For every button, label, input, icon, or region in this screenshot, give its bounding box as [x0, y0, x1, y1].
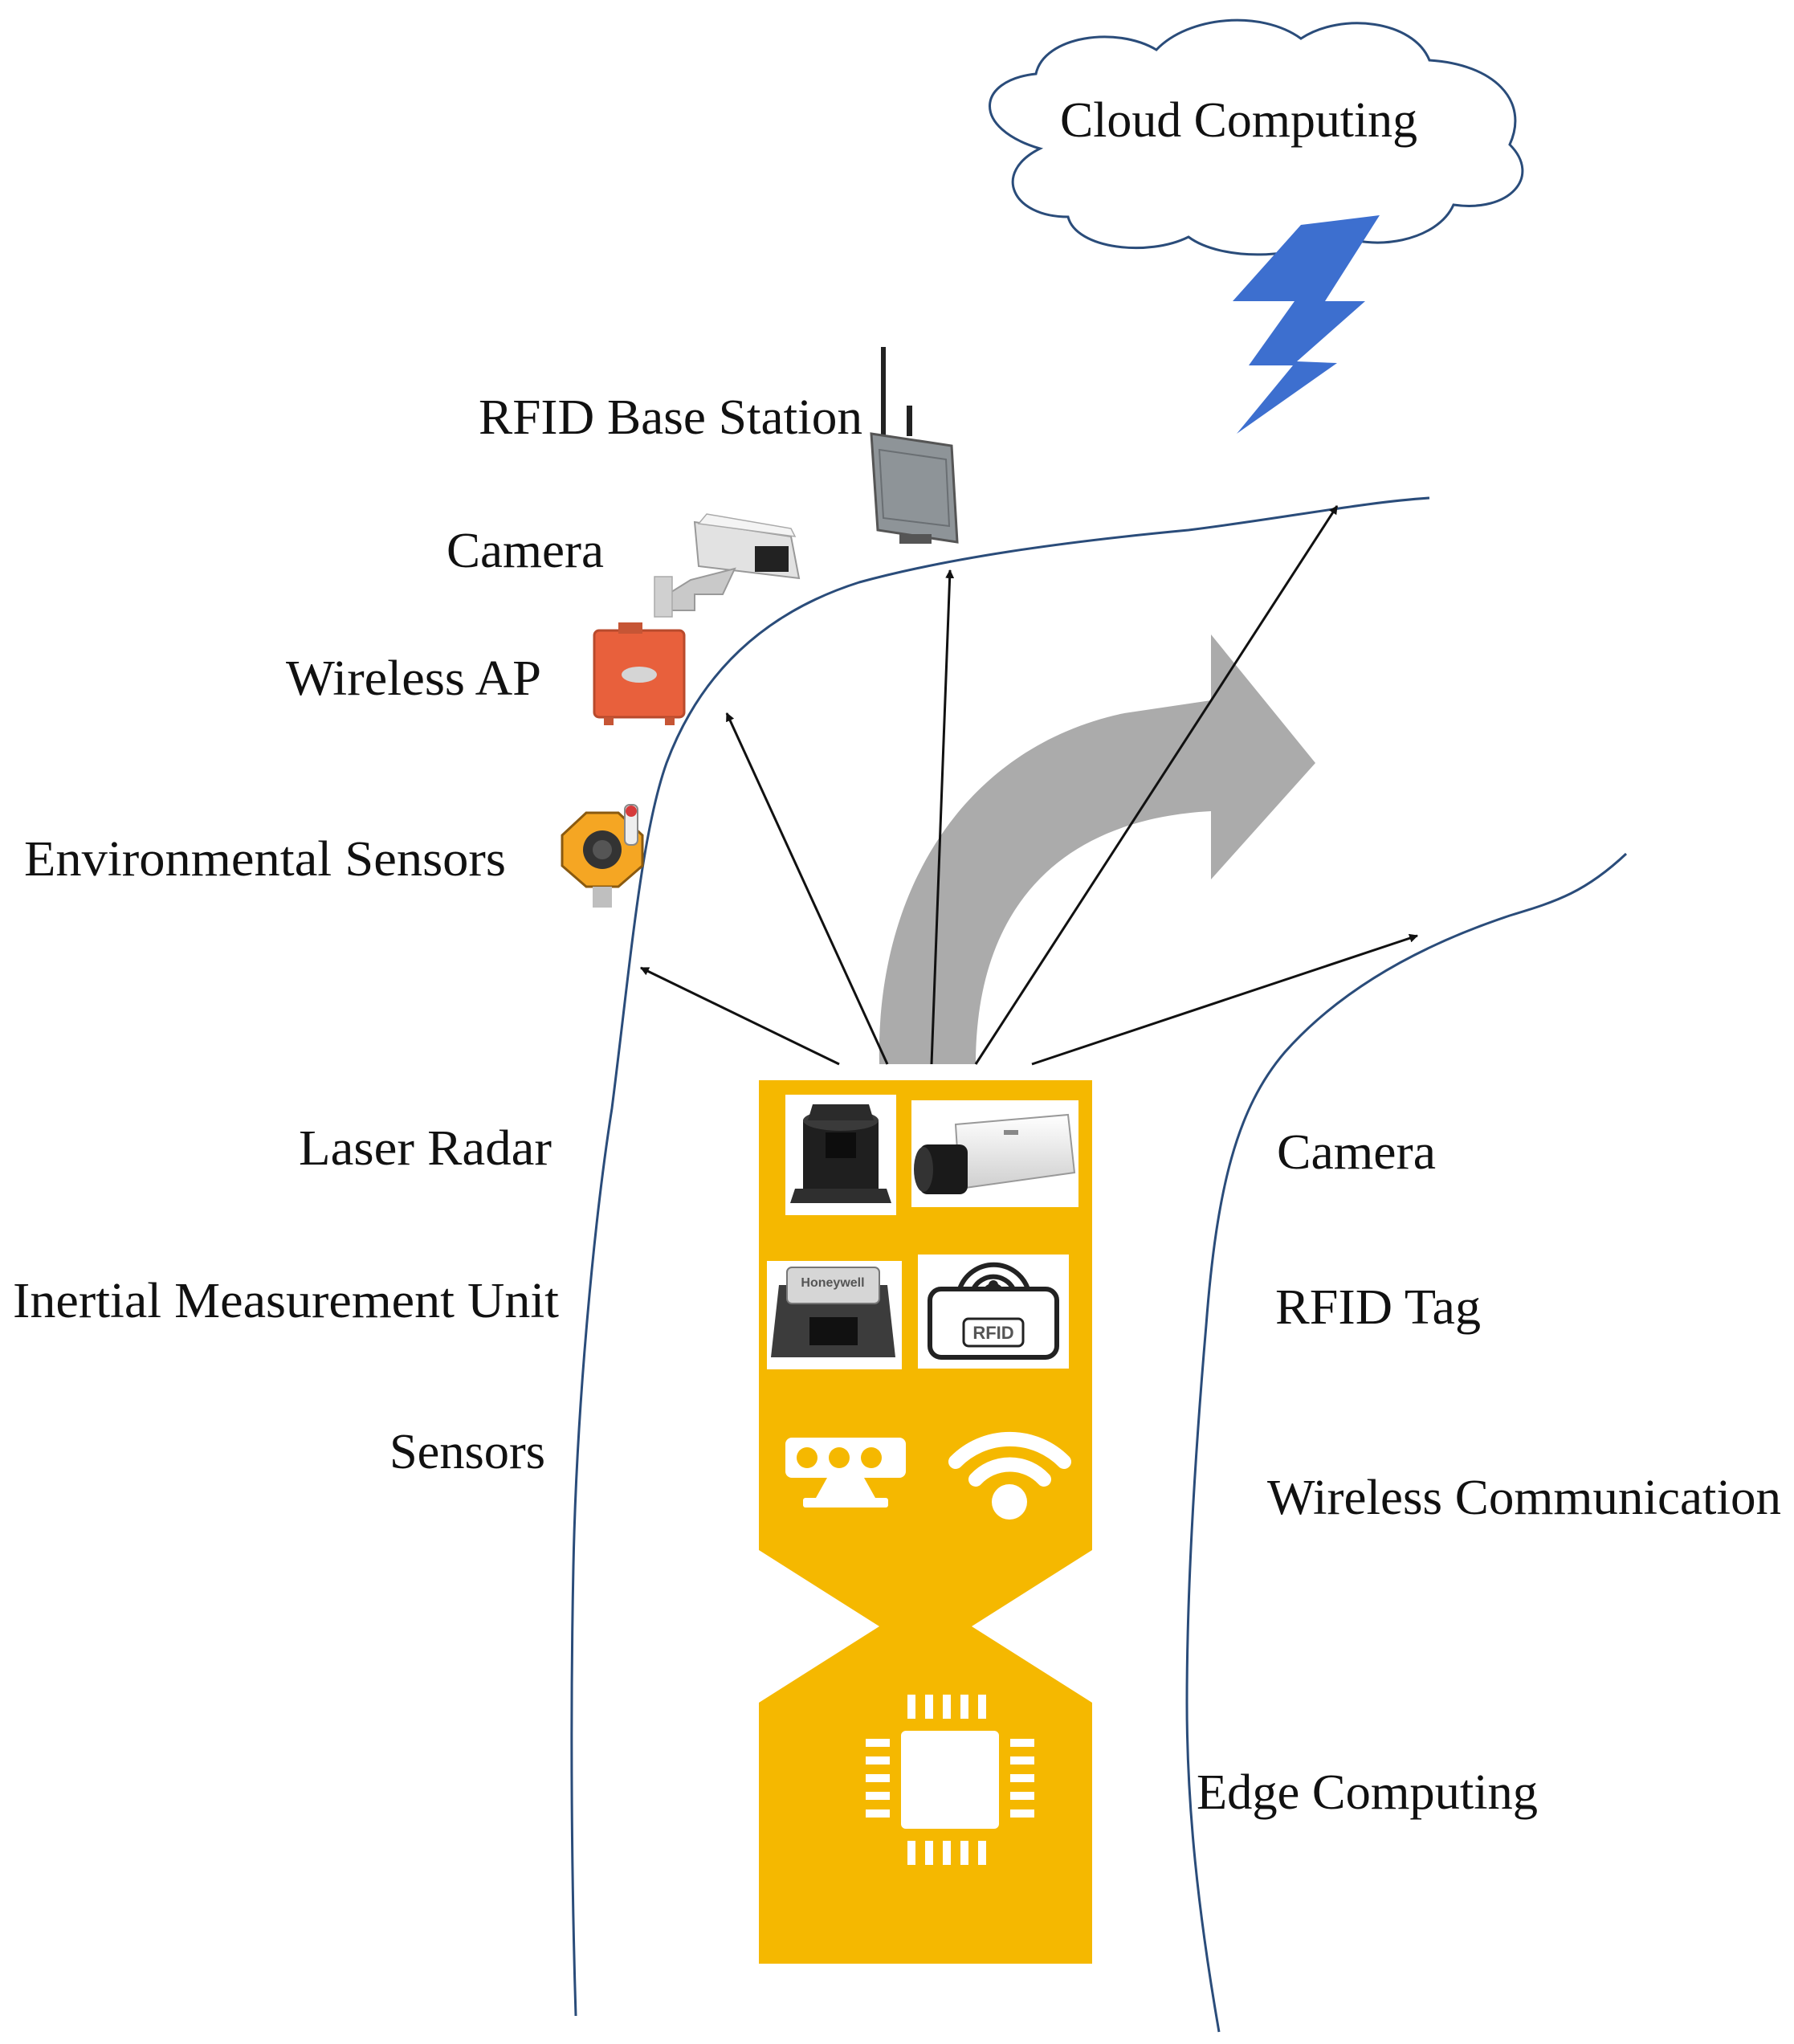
camera-right-label: Camera: [1277, 1125, 1436, 1180]
sensors-label: Sensors: [389, 1425, 545, 1479]
cloud-shape: [989, 18, 1524, 256]
arrow-to-wireless-ap: [725, 712, 889, 1065]
arrow-to-environmental-sensors: [640, 966, 840, 1066]
boundary-curve-right: [1185, 852, 1628, 2033]
arrow-to-rfid-base-station: [930, 569, 955, 1065]
chip-processor-icon: [866, 1695, 1034, 1865]
laser-radar-label: Laser Radar: [299, 1121, 552, 1176]
boundary-curve-left: [570, 496, 1430, 2017]
laser-radar-icon: [785, 1095, 896, 1215]
lightning-bolt-icon: [1233, 215, 1380, 434]
wifi-icon: [948, 1431, 1071, 1520]
data-flow-arrows: [640, 505, 1419, 1066]
rfid-base-station-icon: [870, 347, 959, 544]
rfid-base-station-label: RFID Base Station: [479, 390, 862, 445]
big-flow-arrow: [879, 634, 1315, 1064]
wireless-ap-label: Wireless AP: [286, 651, 541, 706]
imu-label: Inertial Measurement Unit: [13, 1274, 559, 1328]
rfid-tag-icon: RFID: [918, 1255, 1069, 1369]
rfid-tag-label: RFID Tag: [1275, 1280, 1481, 1335]
wireless-communication-label: Wireless Communication: [1267, 1471, 1781, 1525]
camera-device-icon: [911, 1100, 1078, 1207]
depth-sensor-icon: [785, 1438, 906, 1508]
arrow-to-right-boundary: [1031, 933, 1419, 1066]
cloud-computing-label: Cloud Computing: [1060, 93, 1417, 148]
wireless-ap-icon: [593, 622, 686, 725]
environmental-sensors-label: Environmental Sensors: [24, 832, 506, 887]
imu-brand-label: Honeywell: [801, 1276, 864, 1290]
environmental-sensor-icon: [561, 804, 644, 908]
edge-computing-label: Edge Computing: [1197, 1765, 1538, 1820]
arrow-to-cloud-boundary: [974, 505, 1339, 1065]
rfid-badge-label: RFID: [972, 1323, 1013, 1343]
camera-top-label: Camera: [446, 524, 604, 578]
imu-device-icon: Honeywell: [767, 1261, 902, 1369]
security-camera-icon: [654, 513, 801, 618]
